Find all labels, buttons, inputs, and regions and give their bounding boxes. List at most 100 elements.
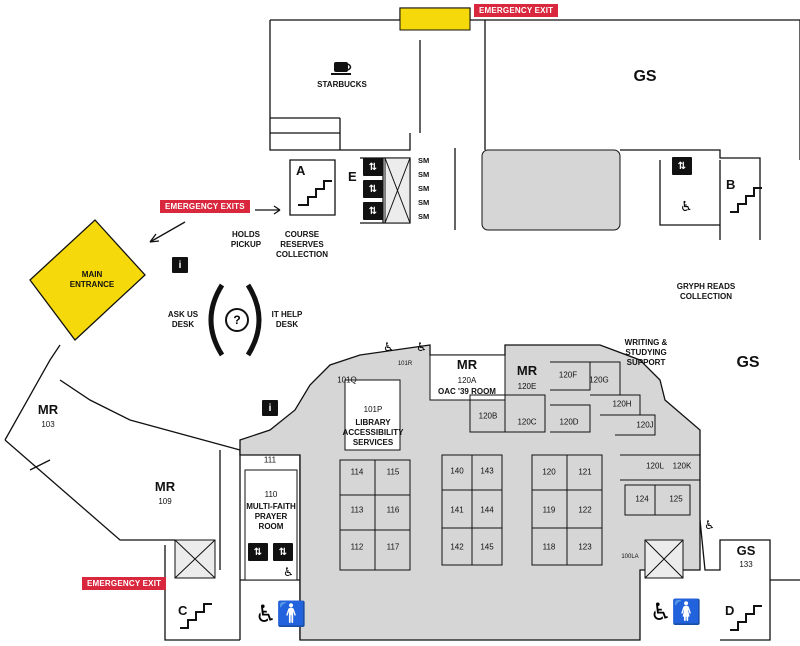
room-101p-shape [344,379,401,451]
room-110-name-2: PRAYER [254,512,288,521]
ask-us-desk-label-1: ASK US [167,310,199,319]
main-entrance-label-2: ENTRANCE [69,280,115,289]
mr-120a-number: 120A [457,376,477,385]
room-112: 112 [350,542,364,552]
room-120h: 120H [612,399,632,409]
elevator-icon-2: ⇅ [363,180,383,198]
room-140: 140 [450,466,464,476]
exit-arrow-main [149,221,186,243]
stair-c-steps [180,603,212,629]
wheelchair-icon-2: ♿ [416,340,427,354]
grid-114-lines [340,460,410,570]
room-116: 116 [386,505,400,515]
wheelchair-icon-3: ♿ [283,565,294,579]
mr-109-label: MR [154,479,176,494]
stair-d-label: D [725,603,735,618]
grid-140-lines [442,455,502,565]
it-help-desk-label-1: IT HELP [271,310,303,319]
room-125: 125 [669,494,683,504]
course-reserves-label-1: COURSE [284,230,320,239]
left-outer-wall [4,344,241,641]
accessible-washroom-icon-1: ♿🚹 [255,601,307,628]
room-120d: 120D [559,417,579,427]
wheelchair-icon-1: ♿ [383,340,394,354]
emergency-exit-bottom-label: EMERGENCY EXIT [82,577,167,590]
elevator-icon-6: ⇅ [273,543,293,561]
room-123: 123 [578,542,592,552]
room-111: 111 [263,455,277,465]
wheelchair-icon-4: ♿ [704,518,715,532]
entrance-door-top [399,7,471,31]
room-124: 124 [635,494,649,504]
room-110-number: 110 [264,490,278,499]
accessible-washroom-icon-2: ♿🚺 [650,599,702,626]
room-101q: 101Q [337,375,357,385]
gs-133-number: 133 [739,560,753,569]
room-101r: 101R [397,361,413,367]
course-reserves-label-2: RESERVES [280,240,324,249]
ask-us-desk [208,283,225,357]
room-110-shape [244,469,298,581]
ask-us-desk-label-2: DESK [171,320,195,329]
room-120l: 120L [646,461,664,471]
course-reserves-label-3: COLLECTION [276,250,328,259]
grid-120b [469,361,656,436]
main-entrance-area [29,219,146,341]
room-120k: 120K [672,461,692,471]
gs-study-block [481,149,621,231]
room-120b: 120B [478,411,498,421]
info-icon-1: i [172,257,188,273]
room-122: 122 [578,505,592,515]
sm-label-4: SM [418,198,430,207]
it-help-desk-label-2: DESK [275,320,299,329]
stair-b-label: B [726,177,736,192]
elevator-icon-4: ⇅ [672,157,692,175]
room-113: 113 [350,505,364,515]
elevator-e-label: E [348,169,357,184]
stair-a-label: A [296,163,306,178]
room-101p-name-3: SERVICES [352,438,394,447]
room-120j: 120J [636,420,654,430]
sm-label-2: SM [418,170,430,179]
room-101p-number: 101P [363,405,383,414]
right-lower-wall [699,519,800,641]
room-101p-name-1: LIBRARY [355,418,391,427]
stair-d-steps [730,605,762,631]
exit-arrow-side [255,205,281,215]
stair-c-label: C [178,603,188,618]
sm-label-1: SM [418,156,430,165]
elevator-icon-3: ⇅ [363,202,383,220]
stair-b-steps [730,187,762,213]
sm-area-wall [454,148,761,240]
mr-120e-label: MR [516,363,538,378]
room-120g: 120G [589,375,609,385]
it-help-desk [245,283,262,357]
room-142: 142 [450,542,464,552]
coffee-cup-icon [331,62,352,75]
elevator-icon-1: ⇅ [363,158,383,176]
holds-pickup-label-1: HOLDS [232,230,260,239]
sm-label-3: SM [418,184,430,193]
grid-120k [620,454,700,516]
grid-120-lines [532,455,602,565]
room-143: 143 [480,466,494,476]
sm-label-5: SM [418,212,430,221]
gryph-reads-label-2: COLLECTION [680,292,732,301]
room-100la: 100LA [621,554,639,560]
room-120c: 120C [517,417,537,427]
mr-120e-number: 120E [517,382,537,391]
gryph-reads-label-1: GRYPH READS [676,282,736,291]
wheelchair-icon-5: ♿ [680,198,693,214]
stair-a-steps [298,180,332,206]
gs-133-label: GS [736,543,756,558]
room-119: 119 [542,505,556,515]
gs-right-label: GS [736,354,760,371]
starbucks-label: STARBUCKS [317,80,367,89]
room-101p-name-2: ACCESSIBILITY [342,428,404,437]
mr-103-label: MR [37,402,59,417]
main-entrance-label-1: MAIN [81,270,103,279]
mr-120a-label: MR [456,357,478,372]
room-144: 144 [480,505,494,515]
